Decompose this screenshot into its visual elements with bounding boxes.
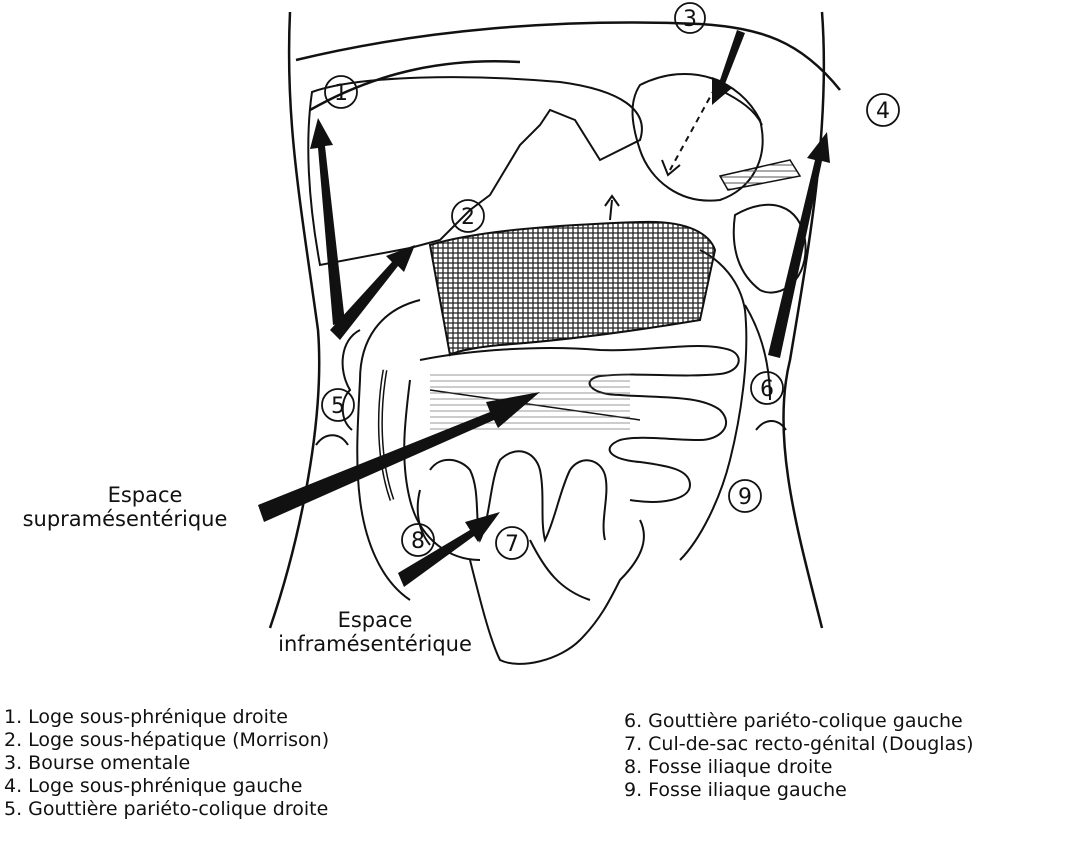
marker-6: 6 [751,372,783,404]
svg-text:6: 6 [760,377,774,402]
label-supramesenteric-line2: supramésentérique [0,507,250,531]
svg-text:9: 9 [738,485,752,510]
legend-item-4: 4. Loge sous-phrénique gauche [4,775,329,798]
legend-item-1: 1. Loge sous-phrénique droite [4,706,329,729]
marker-5: 5 [322,389,354,421]
legend-item-9: 9. Fosse iliaque gauche [624,779,974,802]
legend-left: 1. Loge sous-phrénique droite 2. Loge so… [4,706,329,821]
marker-1: 1 [325,76,357,108]
label-supramesenteric-line1: Espace [0,483,250,507]
legend-item-3: 3. Bourse omentale [4,752,329,775]
svg-text:2: 2 [461,205,475,230]
legend-item-8: 8. Fosse iliaque droite [624,756,974,779]
marker-7: 7 [496,527,528,559]
label-supramesenteric: Espace supramésentérique [0,483,250,531]
marker-2: 2 [452,200,484,232]
transverse-colon [430,222,715,355]
svg-text:3: 3 [683,7,697,32]
label-inframesenteric-line1: Espace [250,608,500,632]
svg-text:5: 5 [331,394,345,419]
marker-8: 8 [402,524,434,556]
legend-item-6: 6. Gouttière pariéto-colique gauche [624,710,974,733]
marker-3: 3 [675,3,705,33]
legend-right: 6. Gouttière pariéto-colique gauche 7. C… [624,710,974,802]
legend-item-5: 5. Gouttière pariéto-colique droite [4,798,329,821]
label-inframesenteric: Espace inframésentérique [250,608,500,656]
legend-item-2: 2. Loge sous-hépatique (Morrison) [4,729,329,752]
legend-item-7: 7. Cul-de-sac recto-génital (Douglas) [624,733,974,756]
label-inframesenteric-line2: inframésentérique [250,632,500,656]
svg-text:1: 1 [334,81,348,106]
svg-text:7: 7 [505,532,519,557]
svg-text:4: 4 [876,99,890,124]
marker-9: 9 [729,480,761,512]
svg-text:8: 8 [411,529,425,554]
marker-4: 4 [867,94,899,126]
